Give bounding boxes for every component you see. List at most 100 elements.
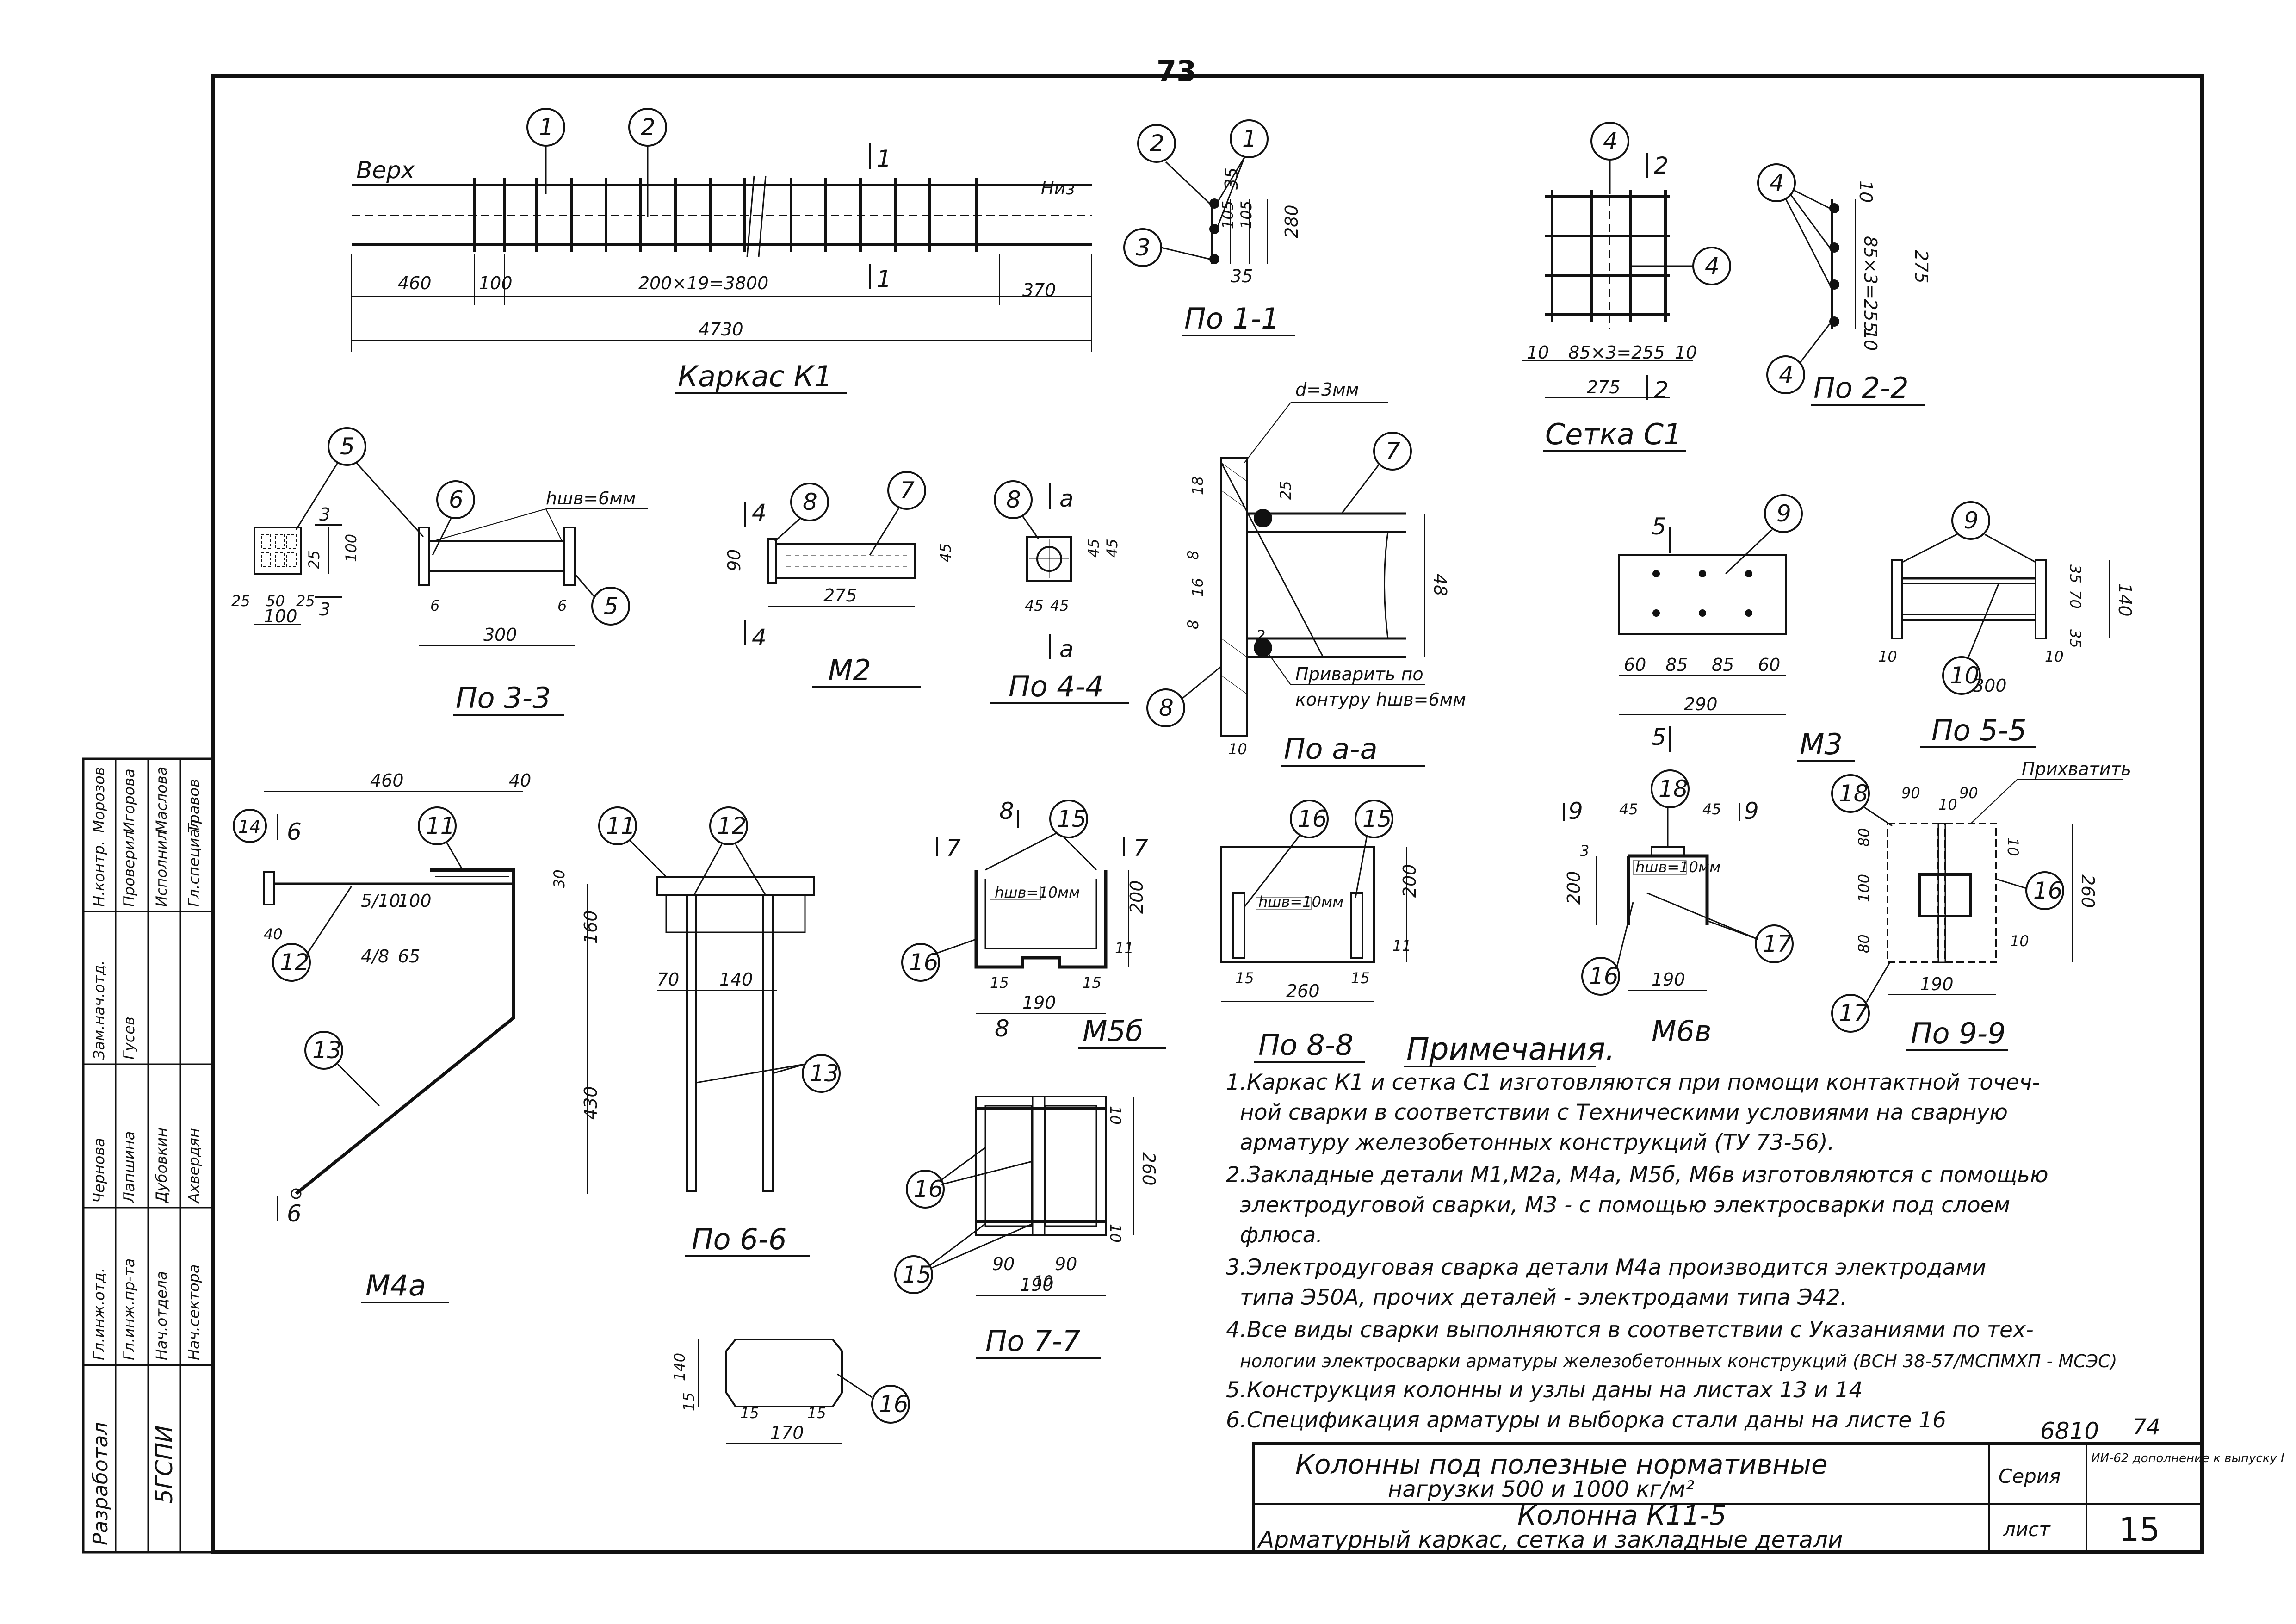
- svg-text:Маслова: Маслова: [153, 767, 170, 833]
- tack-note: Прихватить: [2022, 759, 2131, 779]
- balloon-14: [233, 809, 267, 843]
- svg-text:Морозов: Морозов: [90, 767, 108, 833]
- svg-text:90: 90: [724, 549, 744, 571]
- svg-text:15: 15: [990, 974, 1009, 992]
- balloon-16: [906, 1170, 945, 1209]
- svg-text:280: 280: [1281, 205, 1302, 238]
- svg-text:11: 11: [1115, 939, 1134, 957]
- plate-right: [563, 527, 576, 586]
- svg-text:100: 100: [264, 606, 297, 626]
- serie-value: ИИ-62 дополнение к выпуску I: [2091, 1451, 2284, 1465]
- svg-text:50: 50: [266, 592, 285, 610]
- svg-text:12: 12: [717, 812, 747, 839]
- svg-text:60: 60: [1624, 655, 1646, 675]
- svg-text:7: 7: [1386, 438, 1400, 465]
- note-line-9: 4.Все виды сварки выполняются в соответс…: [1226, 1317, 2034, 1343]
- detail-3-3: 5 3 3 25 50 25 100 25 100 6 hшв=6мм 5 6 …: [231, 427, 648, 716]
- balloon-16: [2025, 871, 2064, 910]
- svg-text:5: 5: [340, 433, 355, 460]
- svg-text:460: 460: [370, 770, 404, 791]
- plate-center: [1918, 873, 1972, 917]
- svg-text:13: 13: [312, 1037, 342, 1064]
- svg-text:16: 16: [2033, 877, 2063, 904]
- svg-text:11: 11: [606, 812, 636, 839]
- svg-text:25: 25: [305, 550, 323, 569]
- section-7-7-title: По 7-7: [985, 1324, 1081, 1358]
- svg-text:8: 8: [1159, 694, 1174, 721]
- svg-text:Исполнил: Исполнил: [153, 831, 170, 907]
- svg-text:10: 10: [1675, 342, 1697, 363]
- org-name: 5ГСПИ: [151, 1425, 178, 1504]
- svg-text:10: 10: [2004, 837, 2022, 856]
- svg-text:Чернова: Чернова: [90, 1138, 108, 1203]
- section-9-9: 18 16 17 Прихватить 90 90 10 80 100 80 1…: [1831, 759, 2131, 1051]
- balloon-11: [418, 806, 457, 845]
- section-8-8: hшв=10мм 16 15 200 11 15 15 260 По 8-8: [1220, 800, 1420, 1063]
- svg-text:10: 10: [1527, 342, 1549, 363]
- svg-text:100: 100: [1855, 874, 1873, 902]
- svg-text:17: 17: [1763, 930, 1792, 957]
- svg-text:100: 100: [398, 891, 432, 911]
- svg-text:3: 3: [319, 504, 330, 525]
- setka-mark-2-top: 2: [1654, 152, 1669, 179]
- balloon-17: [1831, 994, 1870, 1033]
- svg-text:1: 1: [1242, 125, 1257, 152]
- svg-text:105: 105: [1219, 201, 1237, 229]
- setka-mark-2-bottom: 2: [1654, 377, 1669, 403]
- bottom-label: Низ: [1041, 178, 1075, 198]
- svg-text:35: 35: [1221, 167, 1242, 190]
- m2-title: М2: [828, 653, 871, 687]
- svg-text:8: 8: [999, 798, 1014, 824]
- svg-text:140: 140: [671, 1353, 688, 1381]
- list-value: 15: [2119, 1511, 2160, 1549]
- svg-text:8: 8: [1006, 486, 1021, 513]
- svg-text:2: 2: [1256, 627, 1265, 645]
- svg-text:140: 140: [2115, 583, 2135, 617]
- svg-text:3: 3: [1136, 234, 1151, 261]
- svg-text:260: 260: [2078, 874, 2098, 908]
- svg-text:30: 30: [551, 869, 568, 888]
- balloon-15: [894, 1255, 933, 1294]
- balloon-16: [1581, 957, 1620, 996]
- plate-8: [1220, 457, 1248, 737]
- svg-text:90: 90: [1901, 784, 1920, 802]
- m6v-title: М6в: [1652, 1014, 1711, 1048]
- balloon-8: [790, 483, 829, 521]
- svg-text:5: 5: [1652, 513, 1666, 540]
- balloon-12: [709, 806, 748, 845]
- weld-bead: [1254, 509, 1272, 527]
- svg-text:2: 2: [641, 114, 656, 141]
- section-4-4: 8 а а 45 45 45 45 По 4-4: [990, 480, 1129, 704]
- dim-100: 100: [479, 273, 513, 293]
- m4a-title: М4а: [365, 1269, 426, 1302]
- detail-m2: 8 7 4 4 90 275 45 М2: [724, 471, 954, 688]
- weld-note: hшв=10мм: [1635, 858, 1720, 876]
- svg-text:16: 16: [914, 1176, 943, 1203]
- svg-text:6: 6: [287, 1200, 302, 1227]
- svg-text:25: 25: [296, 592, 315, 610]
- balloon-13: [802, 1054, 841, 1093]
- svg-text:15: 15: [740, 1404, 759, 1422]
- rod-7: [775, 543, 916, 579]
- balloon-15: [1355, 800, 1393, 838]
- svg-text:7: 7: [900, 477, 915, 504]
- note-line-6: флюса.: [1240, 1222, 1323, 1248]
- svg-text:15: 15: [1235, 969, 1254, 987]
- svg-text:6: 6: [430, 597, 439, 614]
- svg-text:8: 8: [1184, 620, 1202, 629]
- svg-text:16: 16: [1189, 578, 1207, 597]
- svg-text:35: 35: [2067, 564, 2084, 583]
- section-4-4-title: По 4-4: [1009, 669, 1104, 703]
- svg-text:8: 8: [995, 1015, 1009, 1042]
- svg-text:100: 100: [342, 534, 360, 562]
- svg-text:25: 25: [1277, 481, 1294, 500]
- svg-text:85: 85: [1665, 655, 1688, 675]
- svg-text:200: 200: [1126, 880, 1147, 914]
- svg-text:6: 6: [557, 597, 567, 614]
- svg-text:15: 15: [807, 1404, 826, 1422]
- anchor-rod: [686, 894, 697, 1192]
- svg-text:90: 90: [992, 1254, 1015, 1274]
- svg-text:10: 10: [1228, 740, 1247, 758]
- svg-text:Гусев: Гусев: [120, 1017, 138, 1060]
- svg-text:300: 300: [1973, 676, 2007, 696]
